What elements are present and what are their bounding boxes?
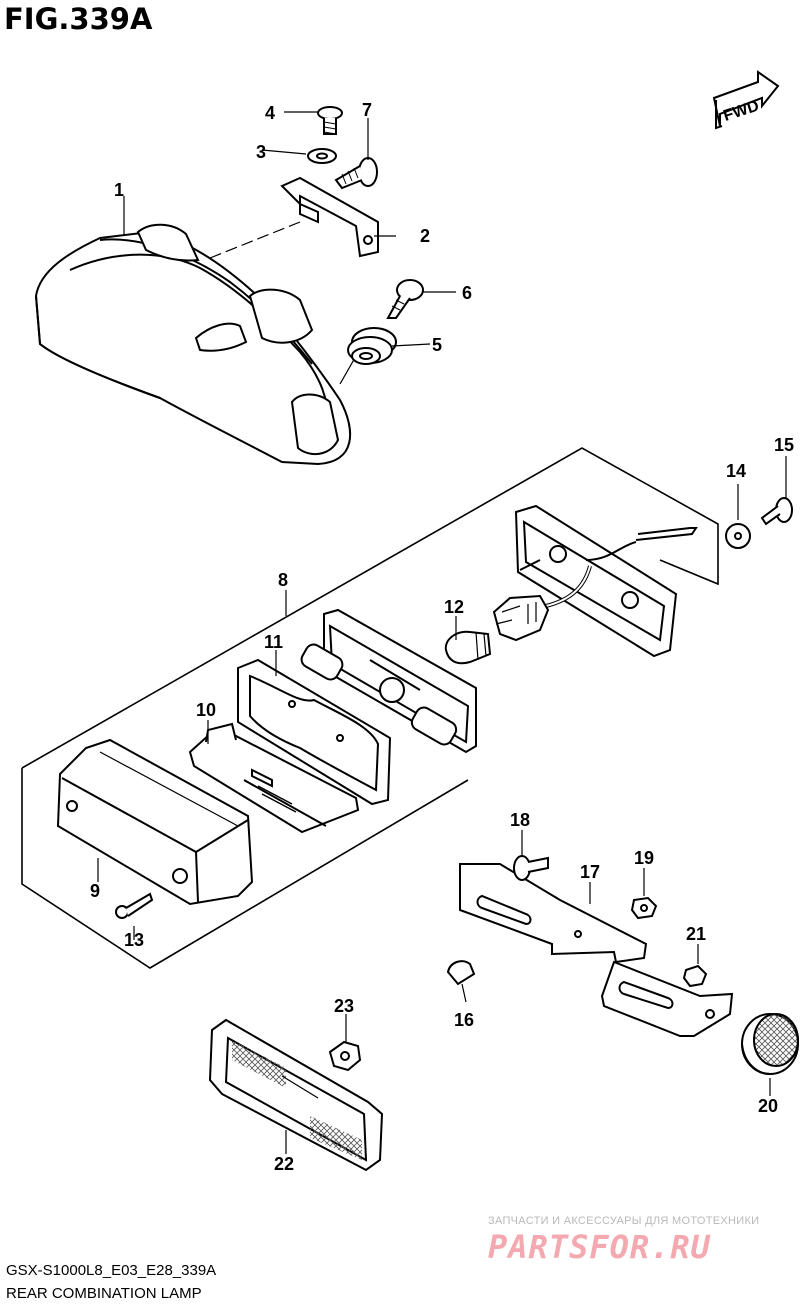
callout-23: 23 <box>334 996 354 1016</box>
nut-icon <box>328 1040 362 1072</box>
rear-reflector <box>208 1018 384 1172</box>
bulb-socket-icon <box>492 594 550 642</box>
section-name: REAR COMBINATION LAMP <box>6 1285 202 1302</box>
side-reflector <box>741 1013 799 1075</box>
callout-14: 14 <box>726 461 746 481</box>
callout-17: 17 <box>580 862 600 882</box>
tapping-screw-icon <box>334 157 378 190</box>
nut-icon <box>630 896 658 920</box>
callout-2: 2 <box>420 226 430 246</box>
callout-15: 15 <box>774 435 794 455</box>
reflector-bracket <box>459 863 734 1037</box>
callout-8: 8 <box>278 570 288 590</box>
washer-icon <box>725 523 751 549</box>
callout-18: 18 <box>510 810 530 830</box>
leader-lines <box>97 111 787 1154</box>
tail-lens <box>56 738 254 906</box>
bulb-icon <box>444 630 492 665</box>
figure-title: FIG.339A <box>4 2 153 36</box>
callout-5: 5 <box>432 335 442 355</box>
tail-lamp-housing <box>34 223 352 466</box>
tapping-screw-icon <box>386 279 424 319</box>
screw-icon <box>513 855 549 881</box>
callout-numbers: 1 2 3 4 5 6 7 8 9 10 11 12 13 14 15 16 1… <box>90 100 794 1174</box>
callout-19: 19 <box>634 848 654 868</box>
assembly-line <box>209 221 301 259</box>
mounting-bracket <box>280 176 379 258</box>
bulb-icon <box>446 960 476 986</box>
callout-16: 16 <box>454 1010 474 1030</box>
license-lamp-base <box>514 504 698 658</box>
tapping-screw-icon <box>760 497 793 526</box>
forward-arrow-icon: FWD <box>712 70 780 130</box>
callout-3: 3 <box>256 142 266 162</box>
gasket <box>237 658 392 806</box>
lens-cover <box>188 722 360 834</box>
callout-7: 7 <box>362 100 372 120</box>
callout-6: 6 <box>462 283 472 303</box>
nut-icon <box>682 964 708 988</box>
callout-13: 13 <box>124 930 144 950</box>
callout-10: 10 <box>196 700 216 720</box>
screw-icon <box>115 892 154 919</box>
callout-4: 4 <box>265 103 275 123</box>
washer-icon <box>307 148 337 164</box>
callout-20: 20 <box>758 1096 778 1116</box>
grommet-icon <box>347 327 397 365</box>
assembly-group-outline <box>21 447 719 969</box>
callout-21: 21 <box>686 924 706 944</box>
callout-12: 12 <box>444 597 464 617</box>
screw-icon <box>317 106 343 135</box>
lamp-holder <box>300 608 477 754</box>
watermark-tagline: ЗАПЧАСТИ И АКСЕССУАРЫ ДЛЯ МОТОТЕХНИКИ <box>488 1215 760 1227</box>
callout-9: 9 <box>90 881 100 901</box>
callout-22: 22 <box>274 1154 294 1174</box>
diagram-code: GSX-S1000L8_E03_E28_339A <box>6 1262 217 1279</box>
callout-11: 11 <box>264 632 283 652</box>
callout-1: 1 <box>114 180 124 200</box>
watermark-logo: PARTSFOR.RU <box>488 1228 711 1266</box>
